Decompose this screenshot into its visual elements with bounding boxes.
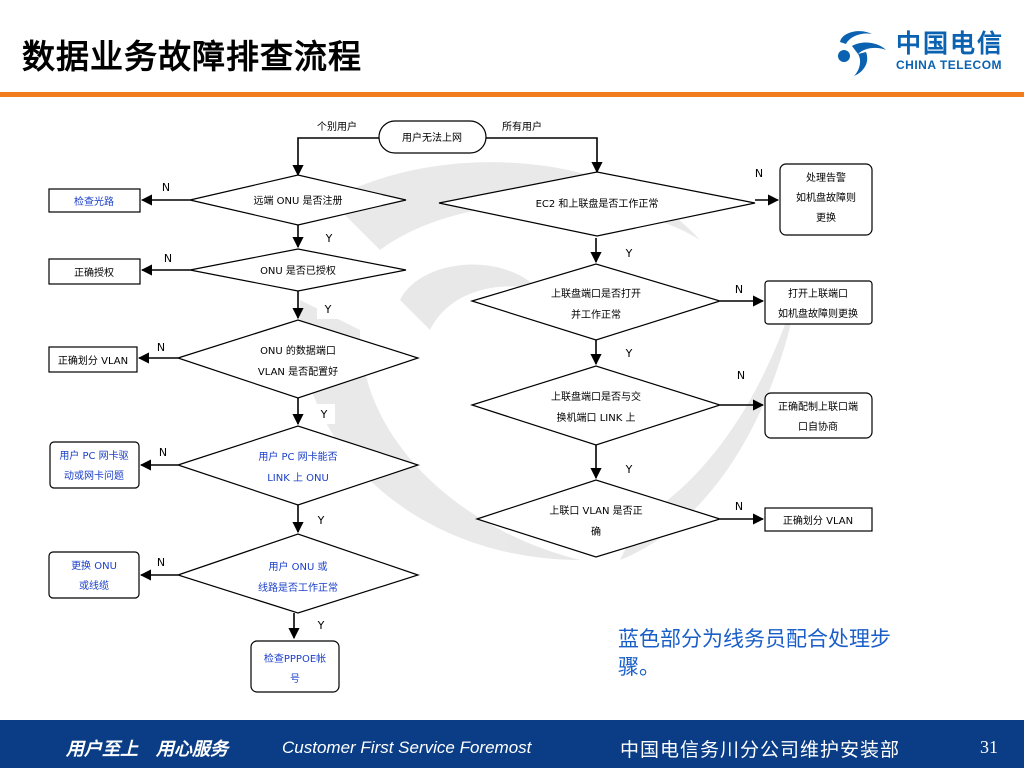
footer-bar (0, 720, 1024, 768)
decision-label: 换机端口 LINK 上 (557, 411, 636, 424)
decision-label: 线路是否工作正常 (258, 581, 338, 594)
decision-label: LINK 上 ONU (267, 472, 329, 484)
left-decision-4: 用户 PC 网卡能否 LINK 上 ONU (176, 425, 420, 506)
no-label: N (735, 283, 743, 296)
start-node: 用户无法上网 (378, 120, 487, 154)
yes-labels: Y Y Y Y Y Y Y Y (310, 232, 641, 632)
china-telecom-mark-icon (838, 31, 886, 76)
yes-label: Y (317, 619, 325, 632)
decision-label: 用户 ONU 或 (268, 560, 327, 573)
decision-label: 用户 PC 网卡能否 (258, 450, 337, 463)
action-label: 正确授权 (74, 266, 114, 279)
left-decision-5: 用户 ONU 或 线路是否工作正常 (176, 533, 420, 614)
decision-label: VLAN 是否配置好 (258, 366, 338, 378)
logo-chinese-text: 中国电信 (896, 29, 1005, 58)
decision-label: 上联盘端口是否与交 (551, 390, 641, 403)
left-decision-1: 远端 ONU 是否注册 (189, 174, 407, 226)
no-label: N (735, 500, 743, 513)
china-telecom-logo: 中国电信 CHINA TELECOM (832, 24, 1014, 80)
end-label: 检查PPPOE帐 (264, 652, 326, 665)
no-label: N (157, 556, 165, 569)
footer-slogan: 用户至上 用心服务 (66, 739, 228, 760)
action-label: 正确划分 VLAN (783, 514, 853, 527)
right-decision-1: EC2 和上联盘是否工作正常 (438, 171, 756, 237)
yes-label: Y (325, 232, 333, 245)
footer-organization: 中国电信务川分公司维护安装部 (620, 739, 901, 761)
yes-label: Y (324, 303, 332, 316)
no-label: N (162, 181, 170, 194)
right-action-2: 打开上联端口 如机盘故障则更换 (764, 280, 873, 325)
yes-label: Y (317, 514, 325, 527)
action-label: 打开上联端口 (788, 287, 848, 300)
right-action-4: 正确划分 VLAN (764, 507, 873, 532)
page-title: 数据业务故障排查流程 (22, 37, 362, 76)
action-label: 口自协商 (798, 420, 838, 433)
action-label: 动或网卡问题 (64, 469, 124, 482)
decision-label: ONU 是否已授权 (260, 264, 336, 277)
yes-label: Y (625, 247, 633, 260)
no-label: N (737, 369, 745, 382)
left-action-2: 正确授权 (48, 258, 141, 285)
right-action-3: 正确配制上联口端 口自协商 (764, 392, 873, 439)
left-end-node: 检查PPPOE帐 号 (250, 640, 340, 693)
page-number: 31 (980, 737, 998, 757)
decision-label: 确 (591, 525, 601, 538)
header-divider (0, 92, 1024, 97)
yes-label: Y (625, 463, 633, 476)
decision-label: 并工作正常 (571, 308, 621, 321)
left-action-1: 检查光路 (48, 188, 141, 213)
left-action-5: 更换 ONU 或线缆 (48, 551, 140, 599)
no-labels: N N N N N N N N N (157, 167, 763, 569)
no-label: N (157, 341, 165, 354)
flowchart: 用户无法上网 个别用户 所有用户 远端 ONU 是否注册 ONU 是否已授权 O… (48, 120, 873, 693)
left-action-4: 用户 PC 网卡驱 动或网卡问题 (49, 441, 140, 489)
action-label: 处理告警 (806, 171, 846, 184)
action-label: 检查光路 (74, 195, 114, 208)
action-label: 正确划分 VLAN (58, 354, 128, 367)
start-label: 用户无法上网 (402, 131, 462, 144)
yes-label: Y (625, 347, 633, 360)
decision-label: EC2 和上联盘是否工作正常 (536, 197, 659, 210)
left-decision-3: ONU 的数据端口 VLAN 是否配置好 (176, 319, 420, 399)
action-label: 如机盘故障则 (796, 191, 856, 204)
action-label: 如机盘故障则更换 (778, 307, 858, 320)
end-label: 号 (290, 673, 300, 685)
no-label: N (755, 167, 763, 180)
action-label: 用户 PC 网卡驱 (59, 449, 128, 462)
right-decision-4: 上联口 VLAN 是否正 确 (475, 479, 723, 558)
left-decision-2: ONU 是否已授权 (189, 248, 407, 292)
branch-label-left: 个别用户 (317, 120, 357, 133)
footer-slogan-english: Customer First Service Foremost (282, 738, 532, 757)
action-label: 或线缆 (79, 579, 109, 592)
yes-label: Y (320, 408, 328, 421)
connectors (137, 137, 780, 640)
decision-label: 上联口 VLAN 是否正 (549, 505, 642, 517)
legend-note: 蓝色部分为线务员配合处理步骤。 (618, 627, 891, 679)
action-label: 更换 ONU (71, 559, 117, 572)
right-decision-3: 上联盘端口是否与交 换机端口 LINK 上 (470, 365, 722, 446)
branch-label-right: 所有用户 (502, 120, 542, 133)
decision-label: 远端 ONU 是否注册 (253, 194, 342, 207)
no-label: N (164, 252, 172, 265)
action-label: 正确配制上联口端 (778, 400, 858, 413)
decision-label: ONU 的数据端口 (260, 344, 336, 357)
action-label: 更换 (816, 211, 836, 224)
left-action-3: 正确划分 VLAN (48, 346, 138, 373)
logo-english-text: CHINA TELECOM (896, 58, 1003, 72)
decision-label: 上联盘端口是否打开 (551, 287, 641, 300)
no-label: N (159, 446, 167, 459)
right-decision-2: 上联盘端口是否打开 并工作正常 (469, 263, 723, 341)
right-action-1: 处理告警 如机盘故障则 更换 (779, 163, 873, 236)
